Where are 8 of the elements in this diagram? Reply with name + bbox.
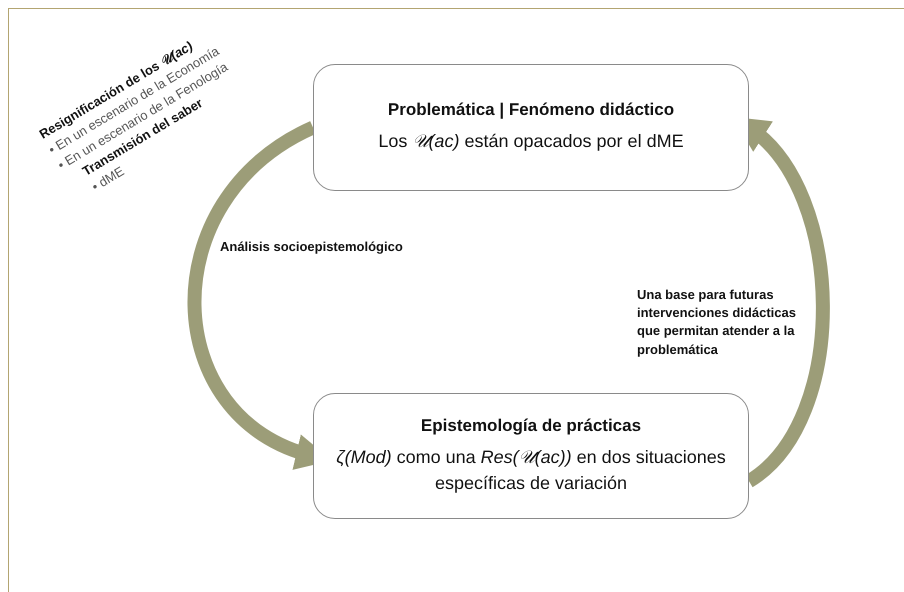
edge-label: Análisis socioepistemológico [220,238,404,256]
box-text: Los 𝒰(ac) están opacados por el dME [378,130,684,154]
edge-label: Una base para futuras intervenciones didácticas que permitan atender a la problemática [637,286,797,359]
rounded-box [313,393,749,519]
box-heading: Epistemología de prácticas [420,416,642,436]
box-text: ζ(Mod) como una Res(𝒰(ac)) en dos situaciones específicas de variación [335,446,727,495]
box-heading: Problemática | Fenómeno didáctico [388,100,674,120]
rounded-box [313,64,749,191]
